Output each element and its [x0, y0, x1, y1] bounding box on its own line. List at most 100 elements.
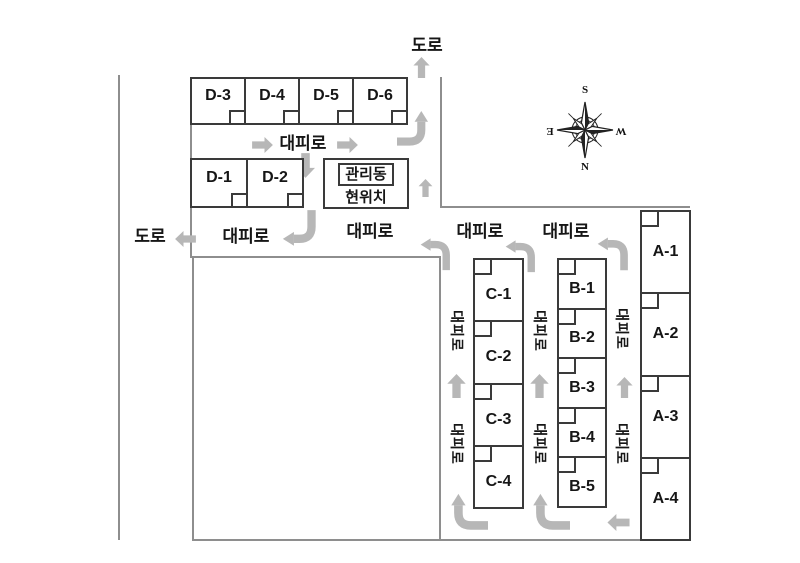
road-label-left: 도로: [134, 227, 166, 246]
entrance-marker: [559, 408, 576, 424]
compass-rose-icon: [556, 101, 614, 159]
compass-east-label: E: [546, 125, 554, 137]
unit-d5: D-5: [298, 79, 352, 123]
entrance-marker: [559, 458, 576, 474]
wall-east-of-office: [440, 77, 442, 208]
left-arrow-icon: [174, 231, 197, 247]
building-col-b: B-1 B-2 B-3 B-4 B-5: [557, 258, 607, 508]
unit-label: A-1: [652, 243, 679, 261]
unit-d1: D-1: [192, 160, 246, 206]
entrance-marker: [229, 110, 244, 123]
entrance-marker: [287, 193, 302, 206]
right-arrow-icon: [336, 137, 359, 153]
evac-label-vertical: 대피로: [532, 423, 548, 465]
curve-arrow-left-up-icon: [528, 492, 570, 534]
wall-left-lower: [190, 206, 192, 258]
evac-label-4: 대피로: [542, 222, 590, 241]
management-office-box: 관리동 현위치: [323, 158, 409, 209]
curve-arrow-left-up-icon: [446, 492, 488, 534]
unit-c1: C-1: [475, 260, 522, 320]
entrance-marker: [642, 458, 659, 474]
unit-label: D-4: [259, 87, 285, 104]
left-arrow-icon: [606, 514, 631, 531]
unit-d2: D-2: [246, 160, 302, 206]
evac-label-2: 대피로: [346, 222, 394, 241]
entrance-marker: [475, 446, 492, 462]
road-up-arrow-icon: [412, 57, 431, 78]
road-label-top: 도로: [411, 36, 443, 55]
entrance-marker: [559, 309, 576, 325]
management-office-label: 관리동: [338, 163, 394, 186]
unit-b1: B-1: [559, 260, 605, 308]
evac-label-vertical: 대피로: [614, 308, 630, 350]
unit-label: C-3: [485, 410, 512, 428]
unit-a3: A-3: [642, 374, 689, 457]
unit-a1: A-1: [642, 212, 689, 292]
current-location-label: 현위치: [345, 189, 387, 206]
entrance-marker: [559, 260, 576, 275]
unit-a4: A-4: [642, 456, 689, 539]
wall-corridor-bottom: [440, 539, 644, 541]
evac-label-3: 대피로: [456, 222, 504, 241]
unit-c2: C-2: [475, 320, 522, 382]
up-arrow-office-icon: [418, 179, 433, 197]
unit-b5: B-5: [559, 456, 605, 506]
evac-label-d-corridor: 대피로: [279, 134, 327, 153]
road-left-line: [118, 75, 120, 540]
unit-b2: B-2: [559, 307, 605, 358]
unit-label: B-3: [569, 378, 595, 396]
unit-c3: C-3: [475, 382, 522, 445]
wall-left-upper: [190, 124, 192, 158]
unit-label: A-4: [652, 489, 679, 507]
entrance-marker: [642, 376, 659, 392]
unit-d3: D-3: [192, 79, 244, 123]
curve-arrow-down-left-icon: [281, 208, 318, 253]
unit-c4: C-4: [475, 444, 522, 507]
unit-label: C-1: [485, 286, 512, 304]
up-arrow-icon: [616, 377, 633, 398]
unit-label: B-1: [569, 279, 595, 297]
unit-label: C-4: [485, 472, 512, 490]
unit-a2: A-2: [642, 292, 689, 374]
building-col-c: C-1 C-2 C-3 C-4: [473, 258, 524, 509]
entrance-marker: [231, 193, 246, 206]
entrance-marker: [559, 359, 576, 375]
entrance-marker: [642, 212, 659, 227]
evac-label-vertical: 대피로: [449, 310, 465, 352]
entrance-marker: [391, 110, 406, 123]
wall-corridor-top: [440, 206, 690, 208]
unit-label: B-5: [569, 478, 595, 496]
building-row-d-bottom: D-1 D-2: [190, 158, 304, 208]
unit-d4: D-4: [244, 79, 298, 123]
entrance-marker: [475, 384, 492, 400]
entrance-marker: [475, 322, 492, 338]
building-col-a: A-1 A-2 A-3 A-4: [640, 210, 691, 541]
unit-b3: B-3: [559, 357, 605, 407]
unit-label: D-1: [206, 169, 232, 186]
unit-label: A-2: [652, 325, 679, 343]
up-arrow-icon: [447, 374, 466, 398]
evac-label-1: 대피로: [222, 227, 270, 246]
unit-label: C-2: [485, 348, 512, 366]
entrance-marker: [642, 294, 659, 310]
building-row-d-top: D-3 D-4 D-5 D-6: [190, 77, 408, 125]
evac-label-vertical: 대피로: [449, 423, 465, 465]
compass-west-label: W: [615, 125, 627, 137]
unit-label: A-3: [652, 407, 679, 425]
evac-label-vertical: 대피로: [614, 423, 630, 465]
entrance-marker: [475, 260, 492, 275]
unit-d6: D-6: [352, 79, 406, 123]
up-arrow-icon: [530, 374, 549, 398]
compass-north-label: N: [581, 161, 589, 173]
open-lot-area: [192, 256, 441, 541]
unit-label: D-6: [367, 87, 393, 104]
evac-label-vertical: 대피로: [532, 310, 548, 352]
entrance-marker: [283, 110, 298, 123]
unit-label: D-2: [262, 169, 288, 186]
entrance-marker: [337, 110, 352, 123]
compass-south-label: S: [581, 84, 589, 96]
unit-b4: B-4: [559, 406, 605, 457]
unit-label: D-5: [313, 87, 339, 104]
unit-label: B-4: [569, 428, 595, 446]
